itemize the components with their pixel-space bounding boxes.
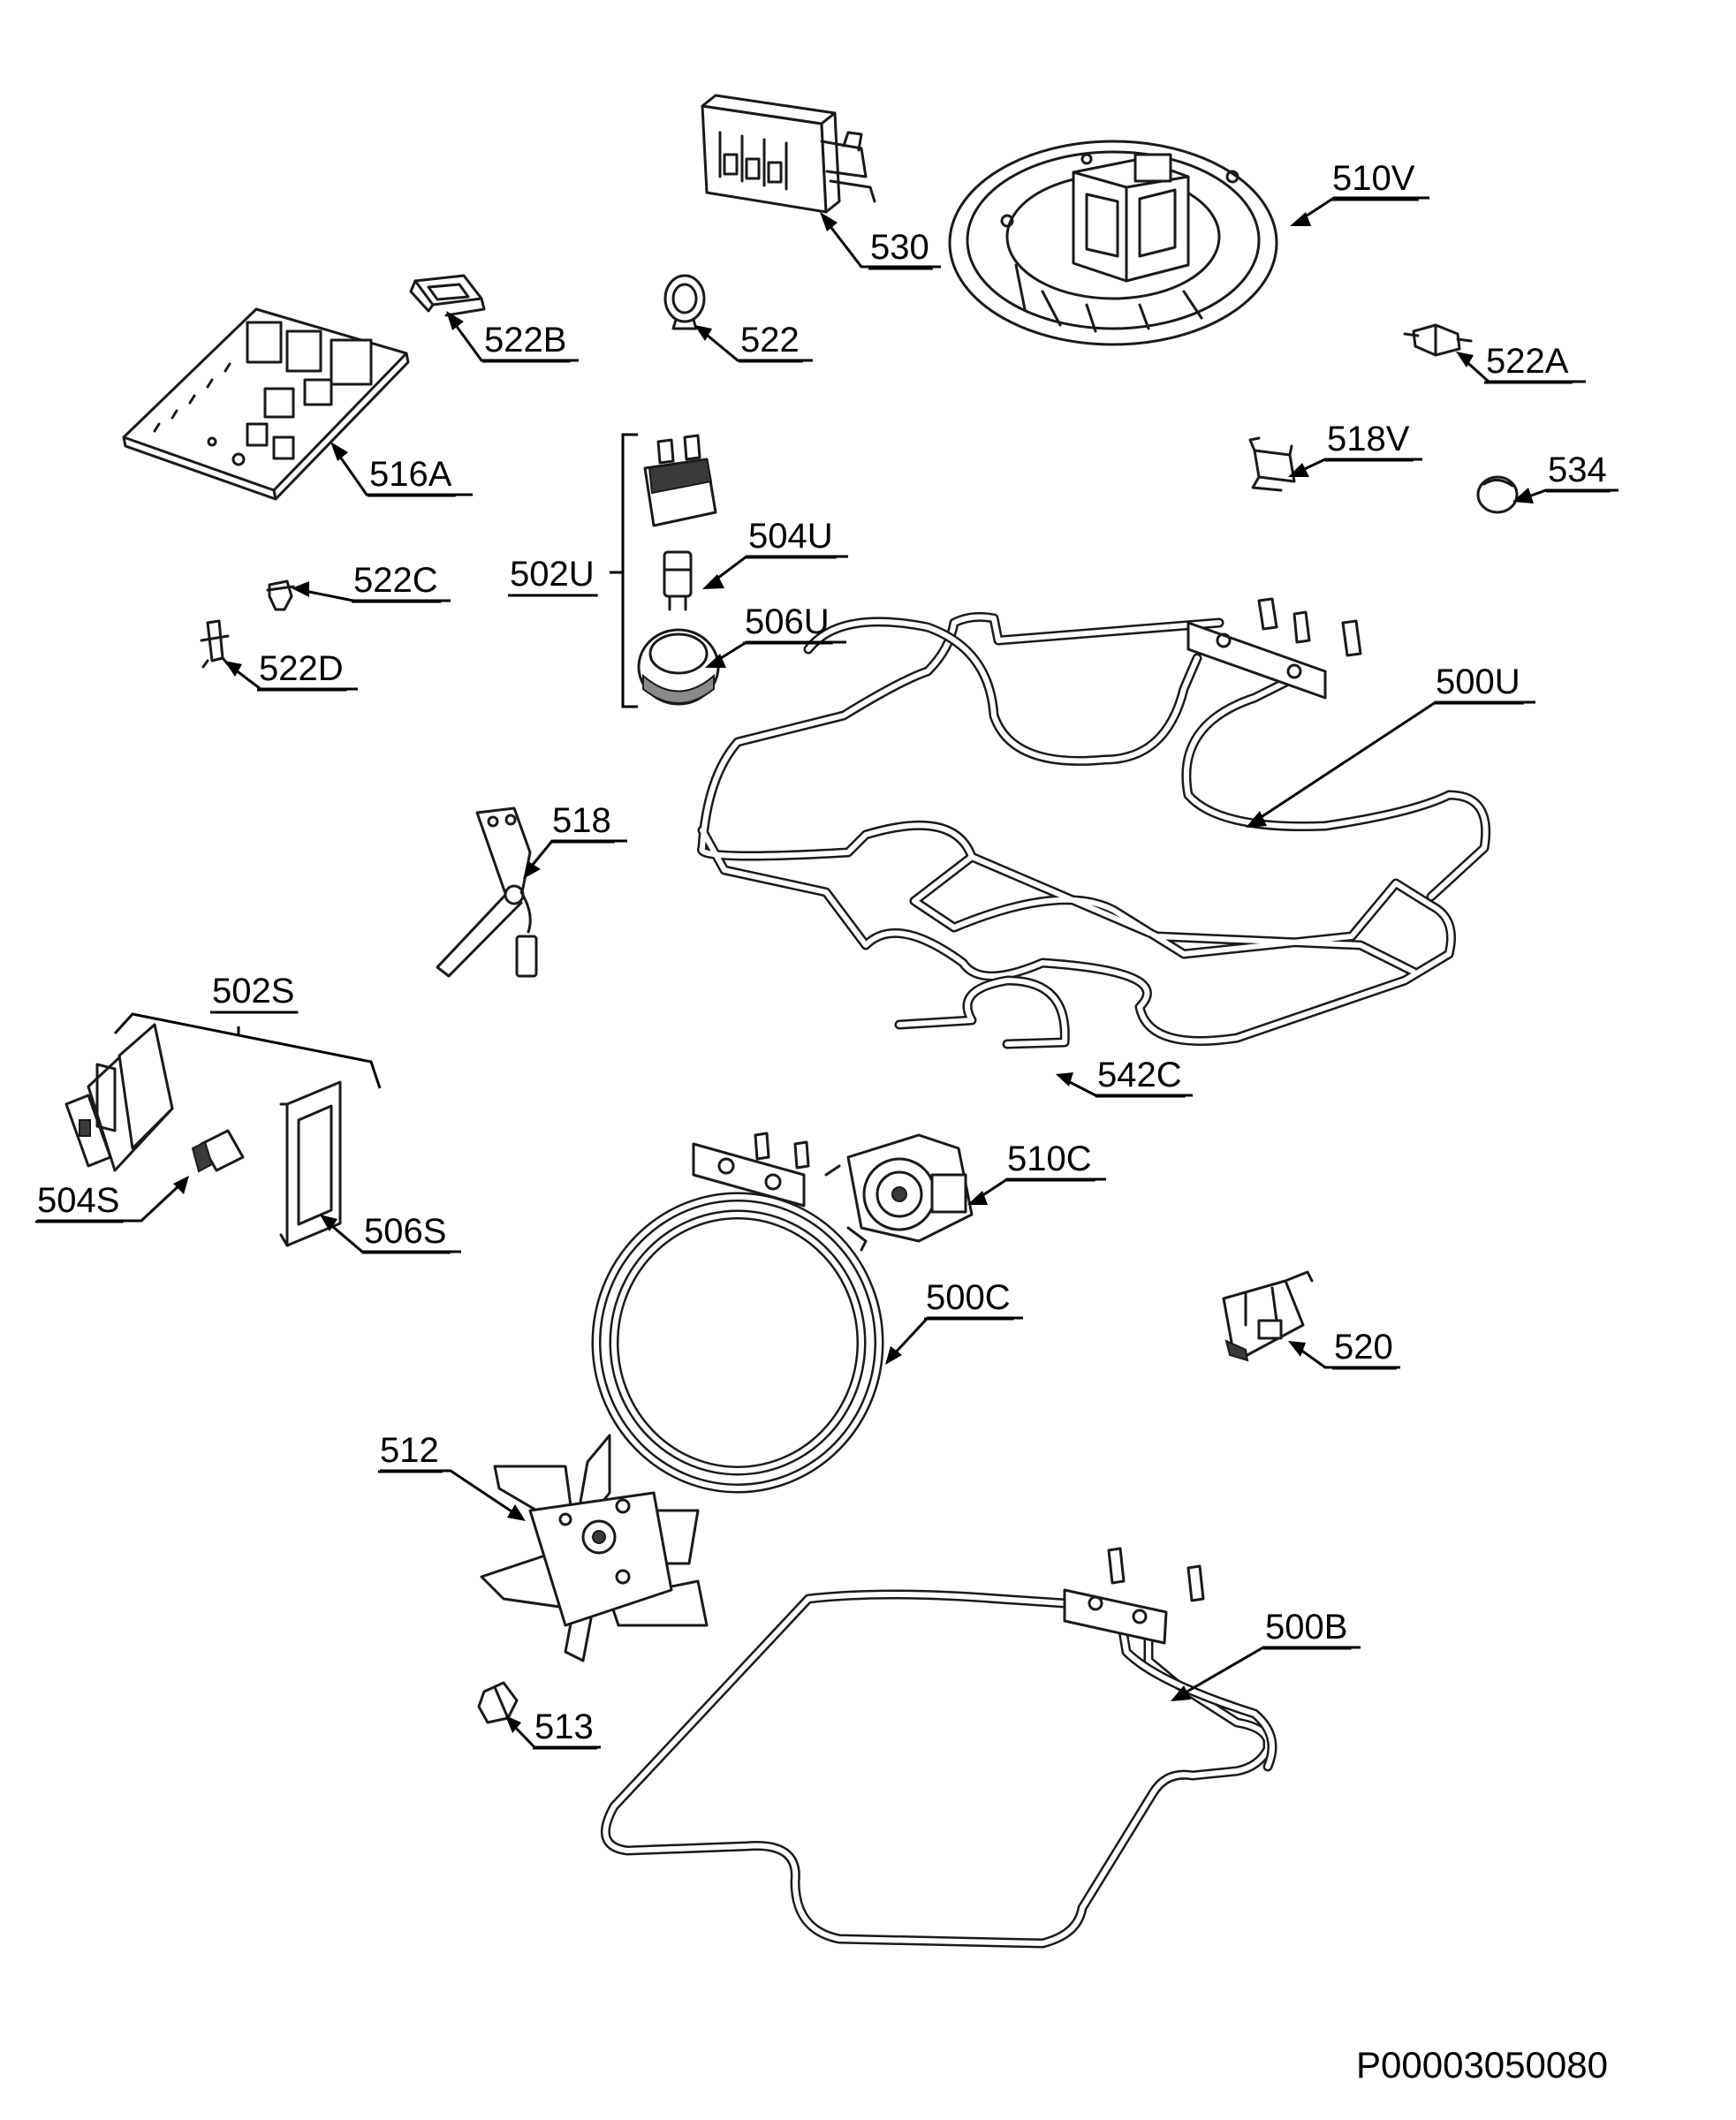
callout-522C: 522C	[292, 561, 451, 603]
callout-530: 530	[820, 212, 941, 270]
part-506S-side-lamp-glass	[279, 1080, 342, 1247]
callout-520: 520	[1288, 1328, 1400, 1370]
callout-label-502U: 502U	[510, 555, 595, 594]
callout-522D: 522D	[224, 649, 358, 692]
part-506U-lamp-glass	[637, 628, 720, 706]
callout-510C: 510C	[967, 1140, 1106, 1205]
part-504S-side-lamp	[191, 1129, 245, 1173]
callout-500B: 500B	[1171, 1608, 1361, 1701]
part-500U-grill-heating-element	[697, 597, 1491, 1046]
part-500B-bottom-heating-element	[601, 1547, 1277, 1949]
callout-label-542C: 542C	[1097, 1056, 1182, 1094]
callout-504U: 504U	[702, 517, 848, 589]
callout-512: 512	[378, 1431, 526, 1521]
part-510C-convection-fan-motor	[824, 1133, 974, 1252]
callout-label-500C: 500C	[926, 1278, 1011, 1317]
callout-502S: 502S	[113, 972, 382, 1089]
callout-label-510V: 510V	[1332, 159, 1415, 198]
callout-label-510C: 510C	[1007, 1140, 1092, 1178]
callout-506S: 506S	[320, 1212, 461, 1254]
callout-518V: 518V	[1288, 420, 1422, 477]
callout-542C: 542C	[1056, 1056, 1193, 1098]
part-500C-circular-heating-element	[591, 1132, 884, 1494]
callout-label-506S: 506S	[364, 1212, 446, 1251]
callout-label-516A: 516A	[369, 455, 452, 494]
part-522-ring-clip	[663, 274, 706, 330]
part-510V-fan-motor-assembly	[948, 140, 1278, 346]
callout-500U: 500U	[1246, 662, 1535, 828]
drawing-code: P00003050080	[1356, 2044, 1608, 2086]
callout-534: 534	[1512, 450, 1618, 504]
callout-504S: 504S	[35, 1176, 189, 1223]
part-502S-side-lamp-holder	[64, 1023, 174, 1172]
callout-label-506U: 506U	[745, 602, 830, 641]
callout-522: 522	[694, 321, 813, 363]
callout-label-504S: 504S	[37, 1181, 119, 1220]
callout-510V: 510V	[1290, 159, 1429, 226]
callout-500C: 500C	[885, 1278, 1023, 1365]
callout-label-522: 522	[740, 321, 800, 360]
callout-label-500U: 500U	[1436, 662, 1520, 701]
callout-label-522D: 522D	[259, 649, 344, 688]
part-522D-fastener	[200, 619, 230, 669]
part-512-fan-blade	[480, 1434, 709, 1662]
part-522A-clip	[1403, 323, 1473, 357]
callout-522A: 522A	[1456, 342, 1586, 384]
callout-513: 513	[505, 1707, 601, 1750]
callout-label-522C: 522C	[353, 561, 438, 600]
callout-label-504U: 504U	[748, 517, 833, 556]
callout-518: 518	[523, 801, 627, 879]
callout-label-522A: 522A	[1486, 342, 1569, 381]
part-502U-lamp-holder	[643, 434, 717, 527]
callout-label-512: 512	[380, 1431, 439, 1470]
callout-label-534: 534	[1548, 450, 1607, 489]
part-530-terminal-block	[701, 94, 876, 214]
callout-522B: 522B	[446, 311, 579, 363]
callout-516A: 516A	[330, 442, 473, 497]
part-522B-clip	[409, 274, 486, 317]
part-534-lamp-cover	[1476, 475, 1519, 514]
callout-label-522B: 522B	[484, 321, 566, 360]
part-522C-fastener	[266, 579, 295, 611]
part-542C-wire-clip	[894, 975, 1070, 1049]
part-518-temperature-sensor	[436, 806, 538, 978]
callout-label-513: 513	[534, 1707, 594, 1746]
callout-502U: 502U	[508, 433, 638, 708]
part-513-nut	[477, 1681, 519, 1724]
part-516A-control-board	[122, 307, 410, 501]
callout-label-520: 520	[1334, 1328, 1393, 1367]
part-518V-thermostat	[1248, 436, 1296, 492]
part-504U-lamp	[663, 550, 693, 611]
callout-label-518V: 518V	[1327, 420, 1410, 458]
callout-label-502S: 502S	[212, 972, 294, 1011]
callout-label-530: 530	[870, 228, 929, 267]
callout-506U: 506U	[705, 602, 846, 668]
callout-label-518: 518	[552, 801, 611, 840]
part-520-door-switch	[1222, 1270, 1314, 1362]
callout-label-500B: 500B	[1265, 1608, 1347, 1647]
